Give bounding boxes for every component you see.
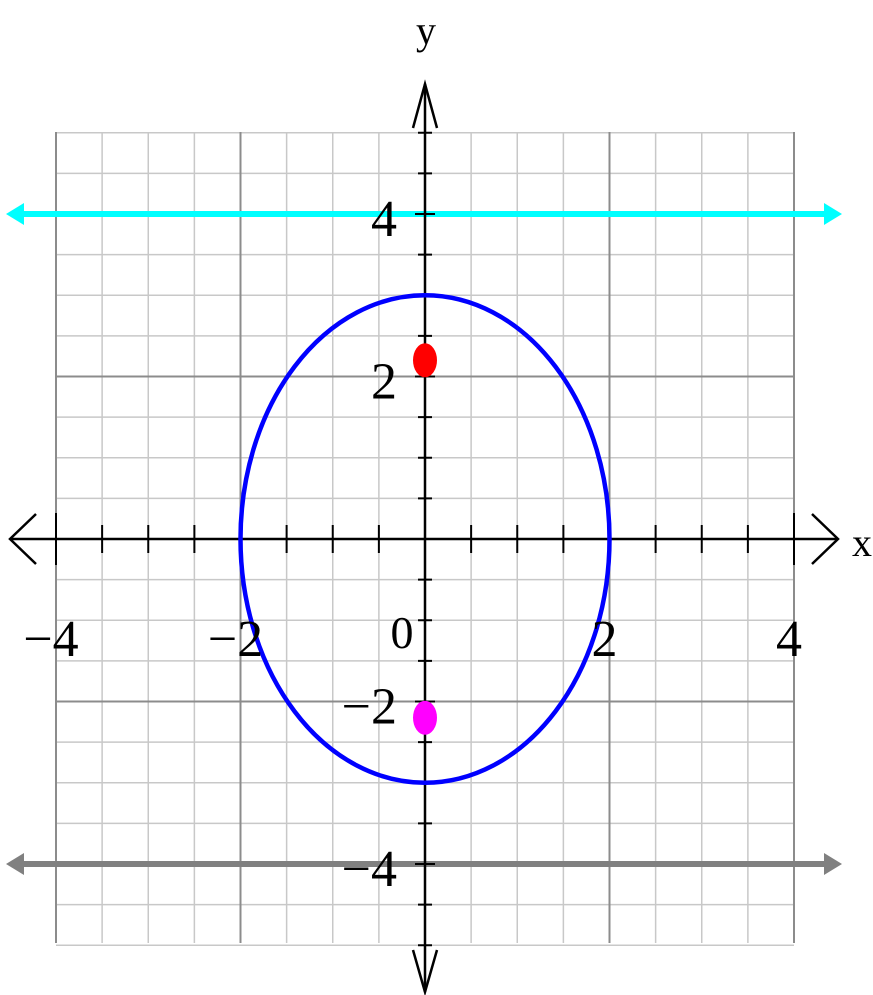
focus-points <box>413 343 437 735</box>
y-axis-label: y <box>416 8 436 53</box>
y-tick-label: −4 <box>342 841 397 898</box>
y-tick-label: 2 <box>371 354 397 411</box>
line-arrow-left <box>6 853 24 875</box>
y-tick-label: 4 <box>371 191 397 248</box>
ellipse <box>238 293 612 785</box>
line-arrow-right <box>824 203 842 225</box>
x-axis-arrow-left <box>8 513 37 565</box>
focus-point <box>413 343 437 378</box>
x-tick-label: 2 <box>592 611 618 668</box>
y-tick-label: −2 <box>342 679 397 736</box>
line-arrow-right <box>824 853 842 875</box>
focus-point <box>413 700 437 735</box>
x-axis-label: x <box>852 520 872 565</box>
y-axis-arrow-up <box>411 79 439 129</box>
ellipse-curve <box>238 293 612 785</box>
origin-label: 0 <box>391 607 414 658</box>
axes <box>8 79 840 995</box>
x-axis-arrow-right <box>811 513 840 565</box>
y-axis-arrow-down <box>411 949 439 995</box>
x-tick-label: 4 <box>776 611 802 668</box>
axis-labels: x y 0 −4 −2 2 4 4 2 −2 −4 <box>23 8 872 898</box>
line-arrow-left <box>6 203 24 225</box>
x-tick-label: −4 <box>23 611 78 668</box>
x-tick-label: −2 <box>208 611 263 668</box>
